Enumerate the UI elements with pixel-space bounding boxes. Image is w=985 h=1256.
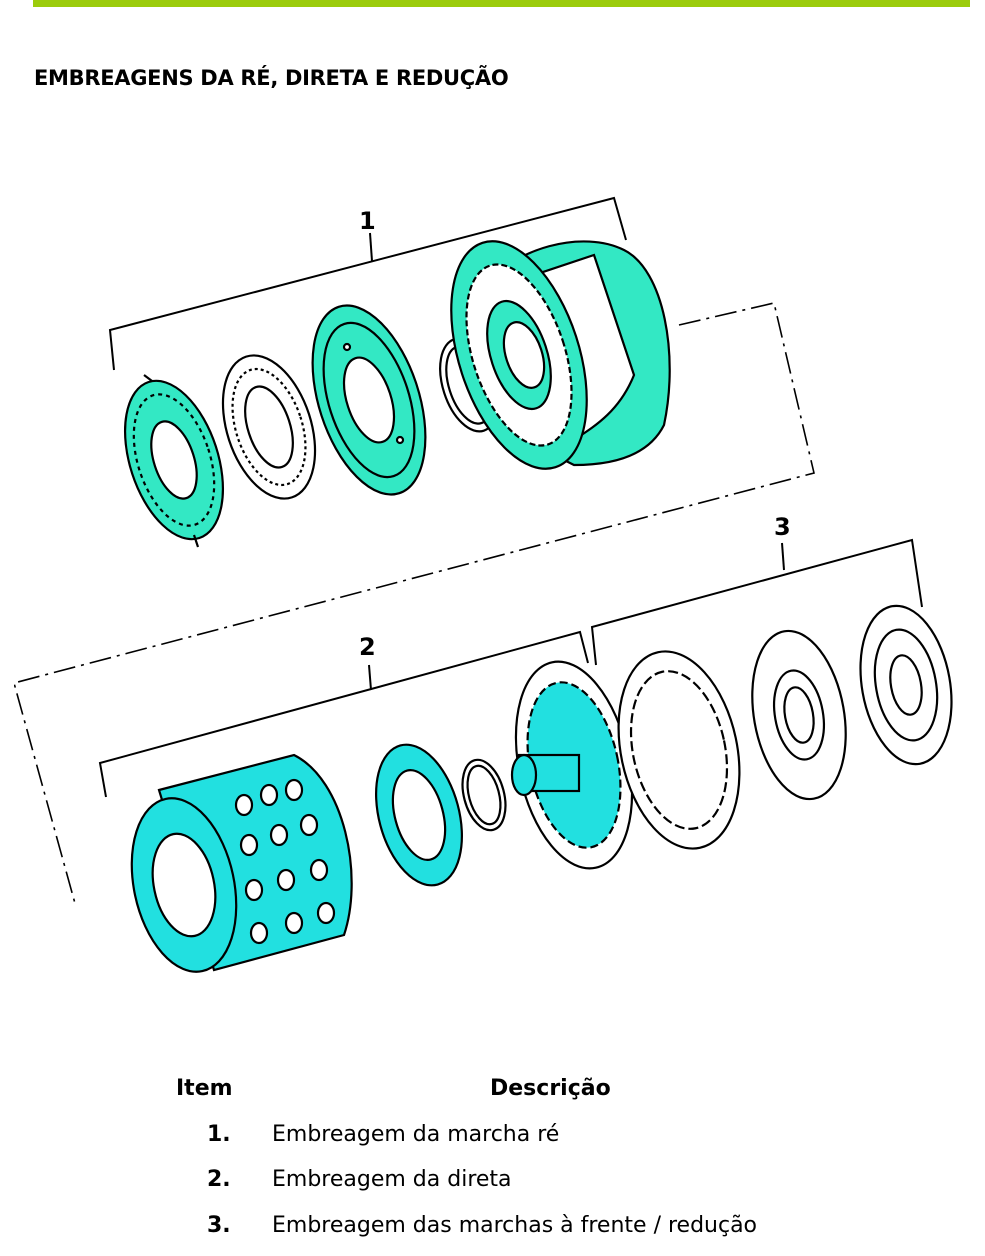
legend-item-number: 2. bbox=[207, 1167, 231, 1192]
bracket-group-2 bbox=[98, 630, 589, 798]
legend-header-description: Descrição bbox=[490, 1076, 611, 1101]
direct-clutch-parts bbox=[130, 650, 741, 973]
legend-row: 1. Embreagem da marcha ré bbox=[0, 1122, 985, 1162]
o-ring-2 bbox=[461, 758, 507, 832]
exploded-view-illustration: 1 bbox=[13, 195, 959, 980]
legend-item-number: 1. bbox=[207, 1122, 231, 1147]
legend-header-item: Item bbox=[176, 1076, 233, 1101]
legend-item-number: 3. bbox=[207, 1213, 231, 1238]
top-accent-bar bbox=[33, 0, 970, 7]
piston-disc bbox=[311, 304, 427, 496]
legend-item-description: Embreagem da direta bbox=[272, 1167, 512, 1192]
retaining-plate bbox=[859, 604, 953, 766]
reaction-plate bbox=[751, 629, 847, 801]
clutch-pack bbox=[617, 650, 741, 850]
page-title: EMBREAGENS DA RÉ, DIRETA E REDUÇÃO bbox=[34, 66, 509, 90]
callout-3: 3 bbox=[774, 513, 791, 541]
bracket-group-1 bbox=[108, 196, 627, 371]
gear-plate bbox=[123, 374, 225, 548]
hub-shaft bbox=[510, 660, 634, 870]
legend-item-description: Embreagem da marcha ré bbox=[272, 1122, 560, 1147]
legend-row: 3. Embreagem das marchas à frente / redu… bbox=[0, 1213, 985, 1253]
callout-1: 1 bbox=[359, 207, 376, 235]
reverse-clutch-parts bbox=[123, 240, 671, 548]
callout-2: 2 bbox=[359, 633, 376, 661]
forward-clutch-parts bbox=[751, 604, 953, 801]
bracket-group-3 bbox=[590, 538, 923, 666]
hub-ring bbox=[221, 354, 317, 500]
piston-disc-2 bbox=[375, 743, 463, 887]
perforated-drum bbox=[130, 753, 353, 973]
clutch-drum bbox=[450, 240, 671, 470]
legend-item-description: Embreagem das marchas à frente / redução bbox=[272, 1213, 758, 1238]
legend-row: 2. Embreagem da direta bbox=[0, 1167, 985, 1207]
dash-dot-frame bbox=[13, 302, 815, 908]
